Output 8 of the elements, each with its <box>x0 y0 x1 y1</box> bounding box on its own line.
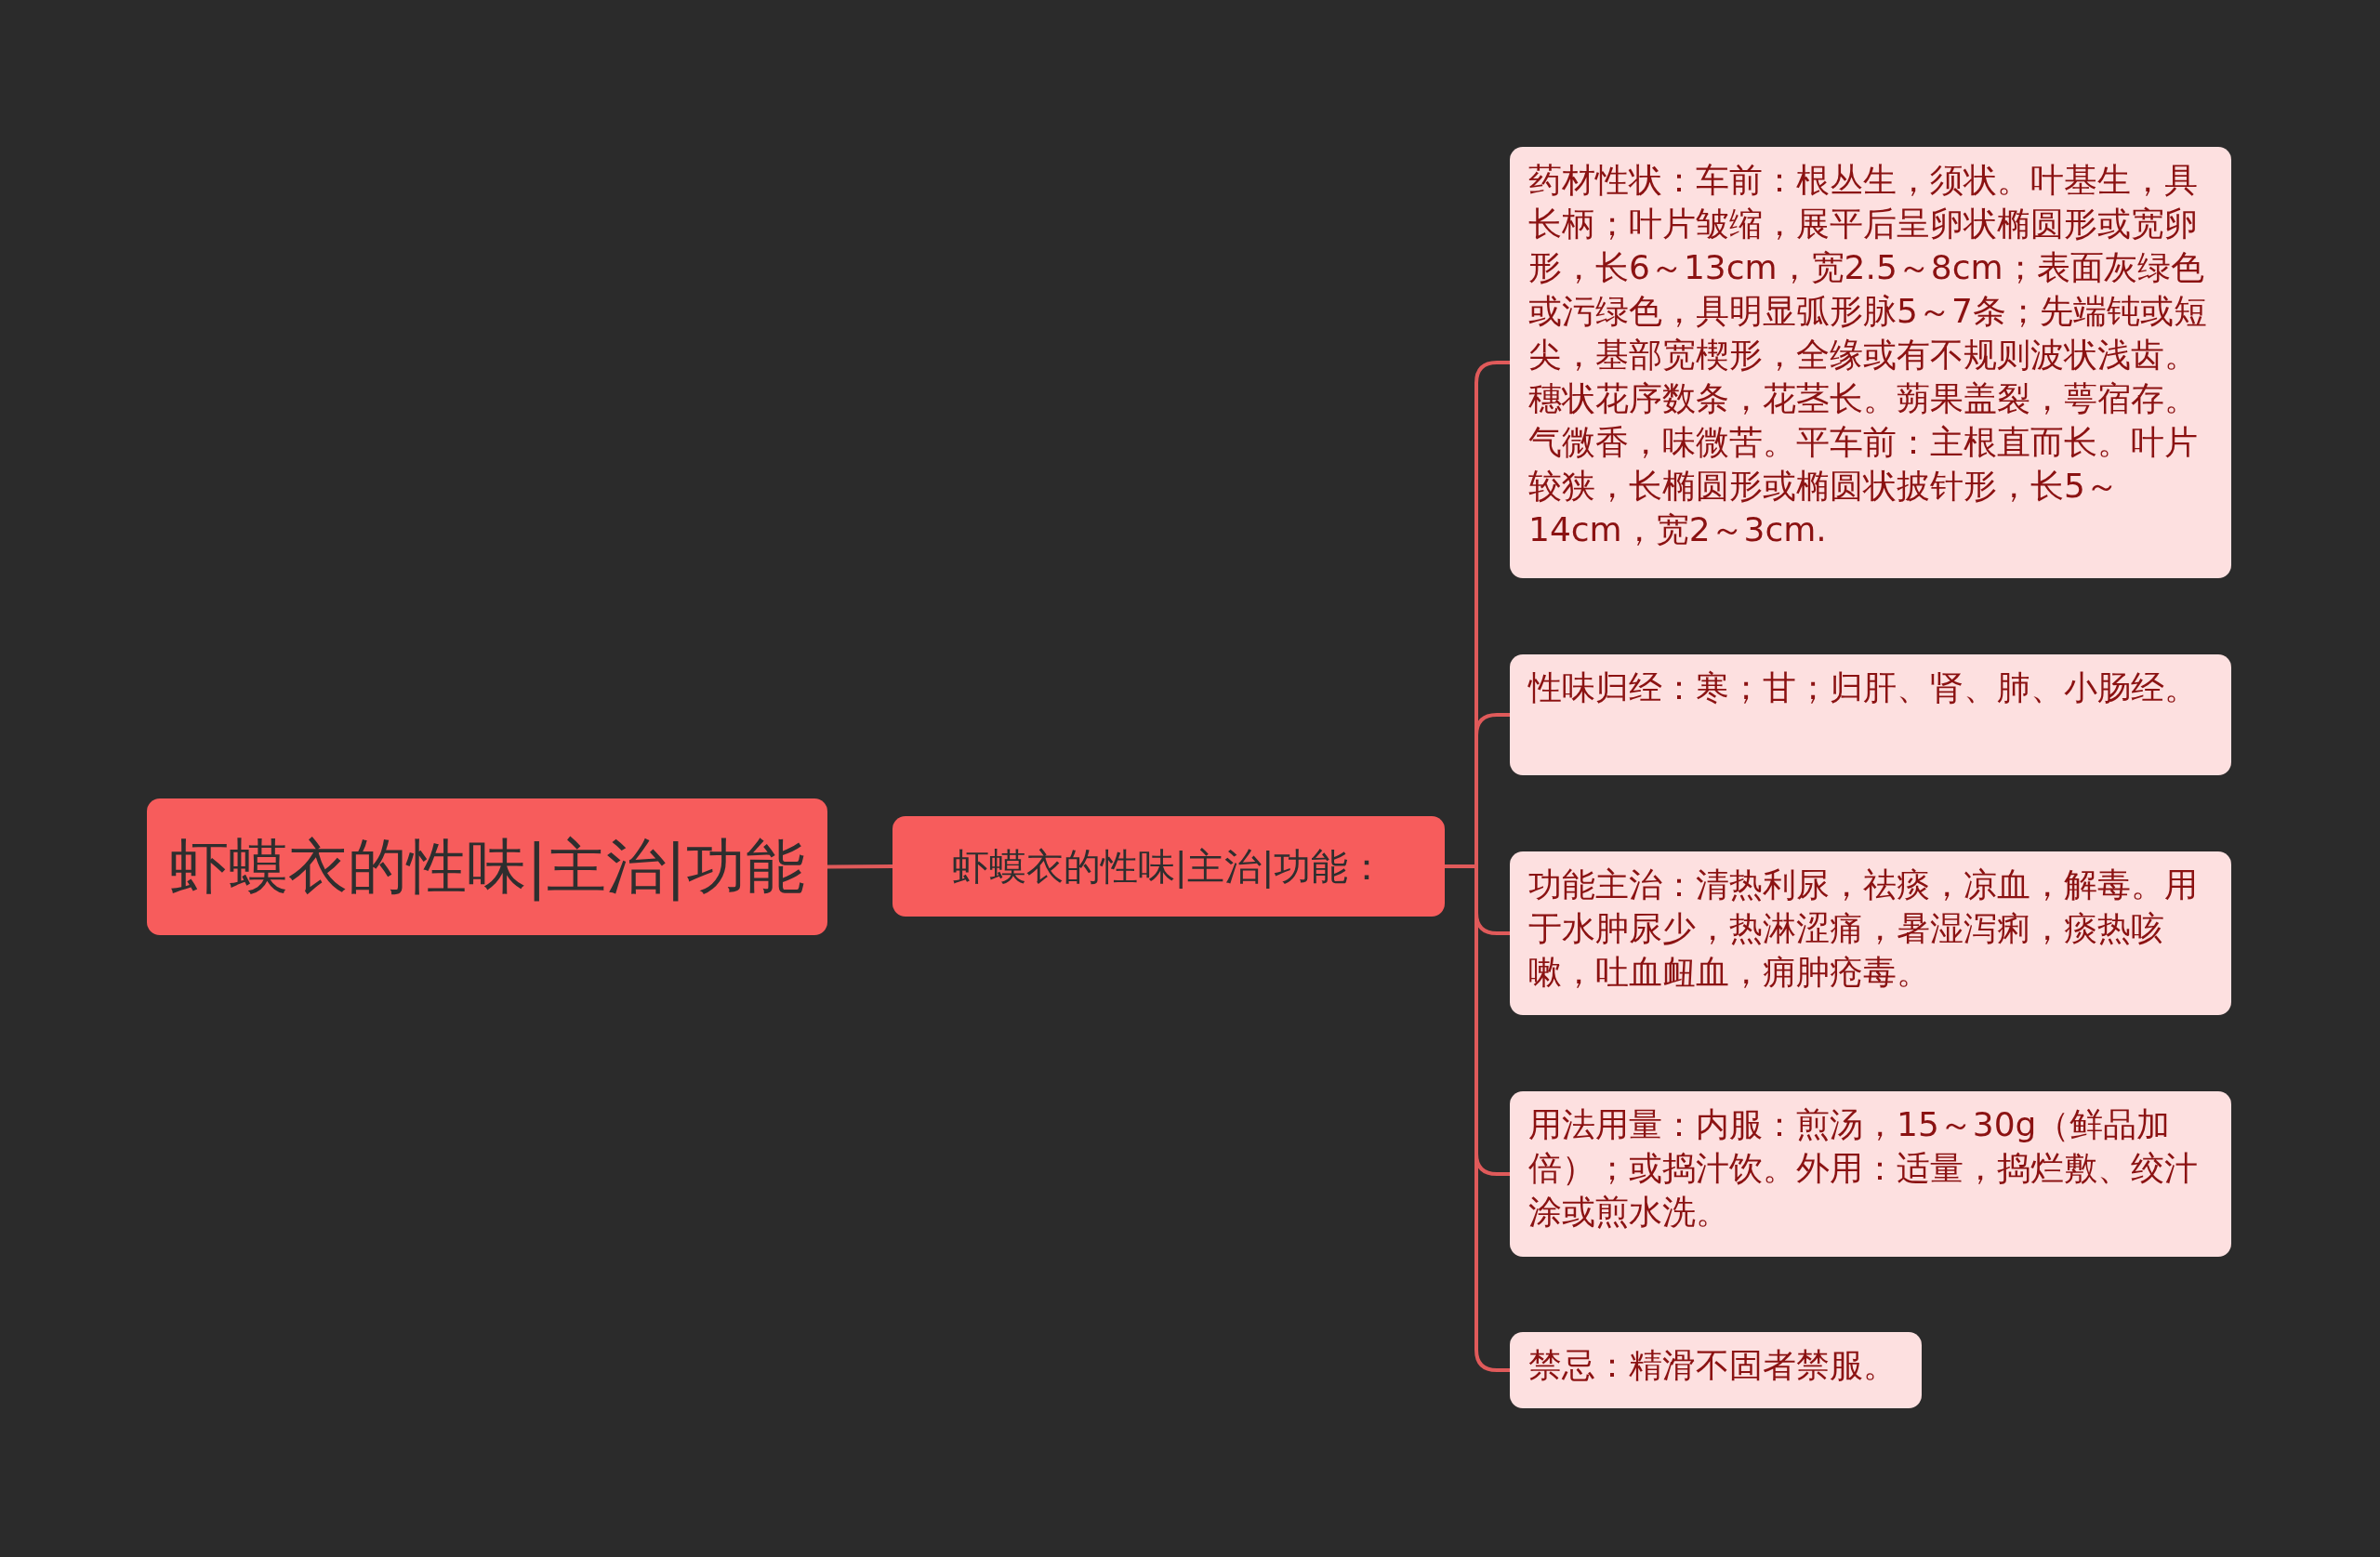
note-box: 性味归经：寒；甘；归肝、肾、肺、小肠经。 <box>1510 654 2231 775</box>
note-box: 功能主治：清热利尿，祛痰，凉血，解毒。用于水肿尿少，热淋涩痛，暑湿泻痢，痰热咳嗽，吐血衄血，痈肿疮毒。 <box>1510 851 2231 1015</box>
note-box: 用法用量：内服：煎汤，15～30g（鲜品加倍）；或捣汁饮。外用：适量，捣烂敷、绞汁涂或煎水洗。 <box>1510 1091 2231 1257</box>
root-topic-box: 虾蟆衣的性味|主治|功能 <box>147 798 827 935</box>
note-box: 药材性状：车前：根丛生，须状。叶基生，具长柄；叶片皱缩，展平后呈卵状椭圆形或宽卵形，长6～13cm，宽2.5～8cm；表面灰绿色或污绿色，具明显弧形脉5～7条；先端钝或短尖，基部宽楔形，全缘或有不规则波状浅齿。穗状花序数条，花茎长。蒴果盖裂，萼宿存。气微香，味微苦。平车前：主根直而长。叶片较狭，长椭圆形或椭圆状披针形，长5～14cm，宽2～3cm. <box>1510 147 2231 578</box>
connector-line <box>827 864 892 869</box>
topic-box: 虾蟆衣的性味|主治|功能： <box>892 816 1445 917</box>
note-box: 禁忌：精滑不固者禁服。 <box>1510 1332 1922 1408</box>
